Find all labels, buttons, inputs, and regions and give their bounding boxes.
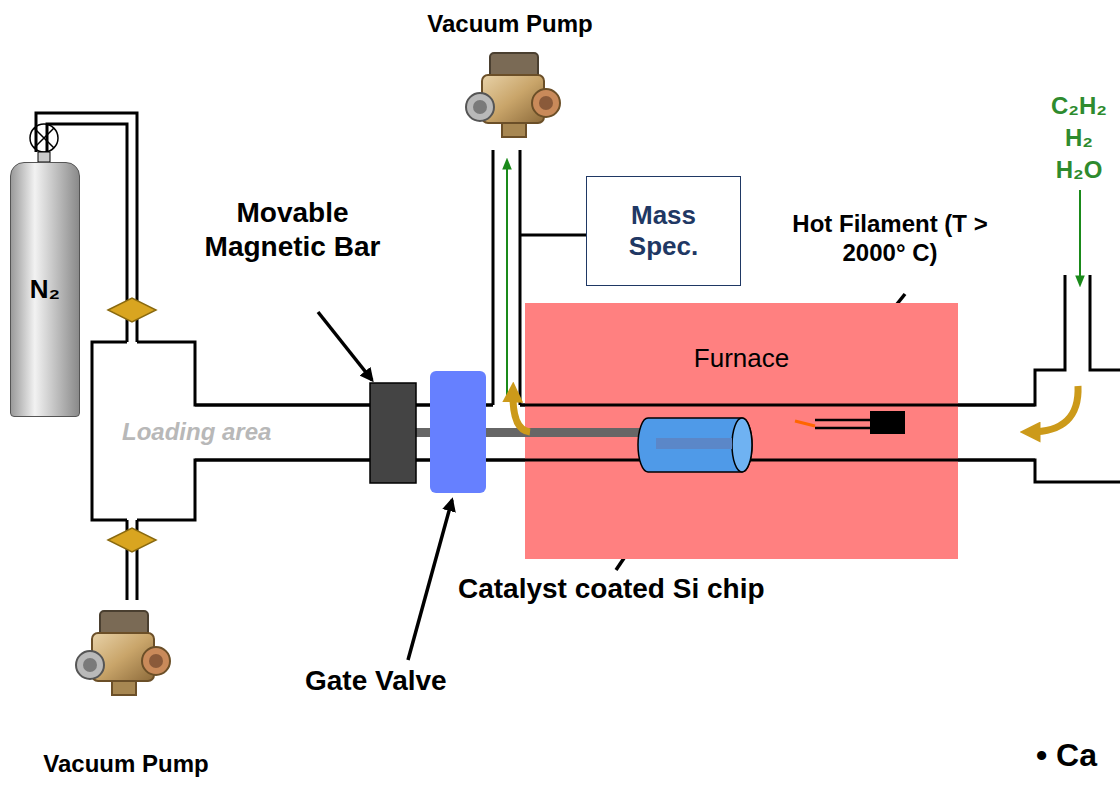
filament-holder	[870, 411, 905, 434]
pump-label: Vacuum Pump	[385, 10, 635, 39]
gas-line	[36, 113, 1120, 600]
part-label: Catalyst coated Si chip	[458, 572, 765, 606]
flow-arrow	[513, 392, 530, 432]
sample-holder	[638, 418, 752, 472]
drawing-part	[38, 152, 50, 162]
part-label: Movable Magnetic Bar	[195, 196, 390, 263]
part-label: Hot Filament (T > 2000° C)	[770, 210, 1010, 268]
gas-label: H₂O	[1044, 156, 1114, 185]
flow-arrow	[506, 160, 508, 395]
part-label: Gate Valve	[305, 664, 447, 698]
node-text: N₂	[30, 274, 60, 305]
pressure-gauge	[30, 124, 58, 152]
node-text: Furnace	[694, 343, 789, 374]
gate-valve	[430, 371, 486, 493]
drawing-part	[815, 427, 872, 430]
valve	[108, 528, 156, 552]
node-text: Mass Spec.	[609, 200, 719, 262]
gas-label: H₂	[1044, 124, 1114, 153]
area-label: Loading area	[122, 418, 271, 447]
drawing-part	[732, 418, 752, 472]
filament-tip	[795, 421, 815, 426]
vacuum-pump-icon	[466, 53, 560, 137]
filament-wire	[815, 419, 872, 422]
bullet-text: • Ca	[1036, 736, 1097, 774]
valve	[108, 298, 156, 322]
drawing-part	[195, 459, 1035, 462]
gas-label: C₂H₂	[1044, 92, 1114, 121]
si-chip	[656, 438, 732, 449]
flow-arrow	[1079, 190, 1081, 285]
mass-spec-box: Mass Spec.	[586, 176, 741, 286]
pump-label: Vacuum Pump	[6, 750, 246, 779]
flow-arrow	[1030, 386, 1078, 432]
drawing-part	[520, 404, 1035, 407]
gas-cylinder: N₂	[10, 162, 80, 417]
vacuum-pump-icon	[76, 611, 170, 695]
magnetic-bar	[370, 383, 416, 483]
